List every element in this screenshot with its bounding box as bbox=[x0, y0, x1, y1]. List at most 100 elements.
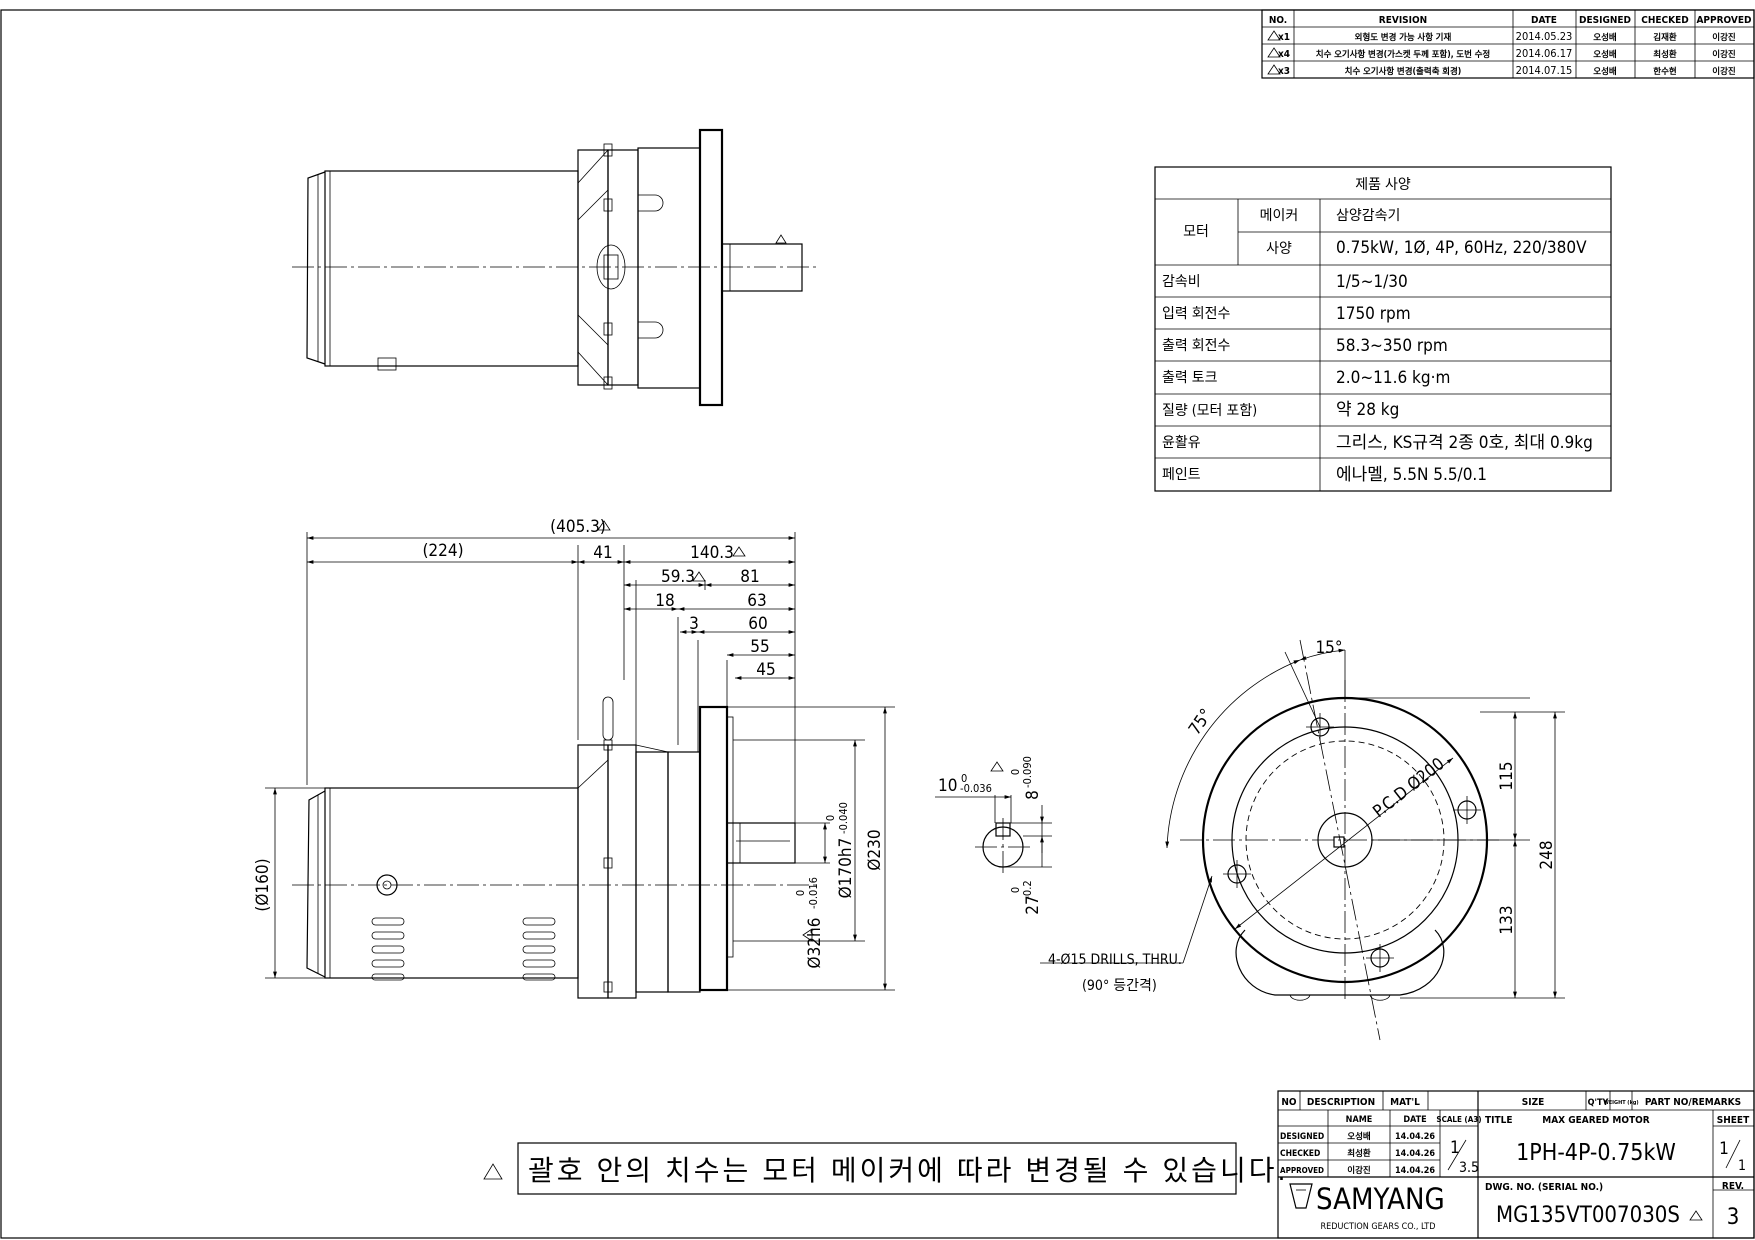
spec-label: 페인트 bbox=[1162, 467, 1201, 483]
tb-designed-date: 14.04.26 bbox=[1395, 1132, 1435, 1142]
tb-h-date: DATE bbox=[1403, 1115, 1426, 1125]
svg-text:x4: x4 bbox=[1278, 49, 1290, 60]
spec-label: 출력 회전수 bbox=[1162, 338, 1231, 354]
spec-label: 질량 (모터 포함) bbox=[1162, 403, 1257, 419]
dim-63: 63 bbox=[747, 591, 766, 611]
dim-133: 133 bbox=[1497, 905, 1517, 934]
tb-h-desc: DESCRIPTION bbox=[1307, 1097, 1375, 1108]
svg-text:이강진: 이강진 bbox=[1712, 66, 1736, 77]
dim-key-depth-tol-bot: -0.2 bbox=[1021, 880, 1034, 899]
spec-label: 메이커 bbox=[1260, 208, 1299, 224]
rev-header-revision: REVISION bbox=[1379, 15, 1427, 26]
svg-text:치수 오기사항 변경(출력축 회경): 치수 오기사항 변경(출력축 회경) bbox=[1345, 66, 1462, 77]
dim-248: 248 bbox=[1537, 840, 1557, 869]
spec-value: 58.3~350 rpm bbox=[1336, 336, 1448, 356]
dim-key-width: 10 bbox=[938, 776, 957, 796]
dim-59: 59.3 bbox=[661, 567, 695, 587]
svg-text:이강진: 이강진 bbox=[1712, 32, 1736, 43]
svg-text:오성배: 오성배 bbox=[1593, 66, 1617, 77]
tb-sheet-den: 1 bbox=[1738, 1158, 1746, 1174]
dim-115: 115 bbox=[1497, 761, 1517, 790]
svg-text:이강진: 이강진 bbox=[1712, 49, 1736, 60]
tb-scale-num: 1 bbox=[1450, 1138, 1460, 1158]
svg-text:김재환: 김재환 bbox=[1653, 32, 1677, 43]
tb-company: SAMYANG bbox=[1316, 1182, 1445, 1216]
tb-h-matl: MAT'L bbox=[1390, 1097, 1420, 1108]
dim-gear-length: 140.3 bbox=[690, 543, 734, 563]
dim-60: 60 bbox=[748, 614, 767, 634]
dim-shaft-tol-top: 0 bbox=[794, 890, 807, 896]
tb-checked-date: 14.04.26 bbox=[1395, 1149, 1435, 1159]
svg-text:2014.07.15: 2014.07.15 bbox=[1516, 64, 1573, 77]
tb-designed-label: DESIGNED bbox=[1280, 1132, 1324, 1142]
dim-key-width-tol-bot: -0.036 bbox=[960, 782, 992, 795]
rev-header-checked: CHECKED bbox=[1641, 15, 1688, 26]
tb-h-size: SIZE bbox=[1522, 1097, 1545, 1108]
spec-label: 사양 bbox=[1266, 241, 1292, 257]
tb-scale-den: 3.5 bbox=[1459, 1160, 1479, 1176]
tb-checked-name: 최성환 bbox=[1347, 1148, 1371, 1159]
dim-key-depth: 27 bbox=[1023, 895, 1043, 914]
dim-drills: 4-Ø15 DRILLS, THRU. bbox=[1048, 952, 1182, 968]
dim-spigot-tol-bot: -0.040 bbox=[837, 802, 850, 834]
tb-approved-label: APPROVED bbox=[1280, 1166, 1324, 1175]
tb-h-weight: WEIGHT (kg) bbox=[1603, 1100, 1638, 1106]
spec-value: 그리스, KS규격 2종 0호, 최대 0.9kg bbox=[1336, 433, 1593, 453]
svg-text:치수 오기사항 변경(가스켓 두께 포함), 도번 수정: 치수 오기사항 변경(가스켓 두께 포함), 도번 수정 bbox=[1316, 49, 1490, 60]
spec-value: 삼양감속기 bbox=[1336, 208, 1400, 224]
spec-value: 에나멜, 5.5N 5.5/0.1 bbox=[1336, 465, 1487, 485]
tb-dwg-label: DWG. NO. (SERIAL NO.) bbox=[1485, 1182, 1603, 1193]
tb-h-scale: SCALE (A3) bbox=[1436, 1115, 1481, 1124]
title-block: NO DESCRIPTION MAT'L SIZE Q'TY WEIGHT (k… bbox=[1277, 1090, 1755, 1239]
tb-rev-value: 3 bbox=[1727, 1205, 1740, 1230]
svg-text:2014.06.17: 2014.06.17 bbox=[1516, 47, 1573, 60]
dim-overall: (405.3) bbox=[550, 517, 606, 537]
revision-table: NO. REVISION DATE DESIGNED CHECKED APPRO… bbox=[1261, 9, 1755, 79]
svg-text:오성배: 오성배 bbox=[1593, 49, 1617, 60]
tb-company-sub: REDUCTION GEARS CO., LTD bbox=[1321, 1222, 1436, 1232]
spec-value: 2.0~11.6 kg·m bbox=[1336, 368, 1450, 388]
spec-label: 입력 회전수 bbox=[1162, 306, 1231, 322]
dim-motor-length: (224) bbox=[422, 541, 463, 561]
dim-55: 55 bbox=[750, 637, 769, 657]
tb-h-name: NAME bbox=[1346, 1115, 1373, 1125]
svg-text:오성배: 오성배 bbox=[1593, 32, 1617, 43]
tb-approved-date: 14.04.26 bbox=[1395, 1166, 1435, 1176]
rev-row: x1 외형도 변경 가능 사항 기재 2014.05.23 오성배 김재환 이강… bbox=[1267, 30, 1736, 43]
tb-title-label: TITLE bbox=[1485, 1115, 1513, 1126]
dim-3: 3 bbox=[689, 614, 699, 634]
dim-drills-note: (90° 등간격) bbox=[1082, 978, 1157, 994]
dim-key-height-tol-top: 0 bbox=[1009, 769, 1022, 775]
dim-45: 45 bbox=[756, 660, 775, 680]
svg-text:x3: x3 bbox=[1278, 66, 1290, 77]
spec-label: 감속비 bbox=[1162, 274, 1201, 290]
spec-motor-label: 모터 bbox=[1183, 224, 1209, 240]
svg-text:최성환: 최성환 bbox=[1653, 49, 1677, 60]
dim-key-depth-tol-top: 0 bbox=[1009, 887, 1022, 893]
end-view: P.C.D Ø200 15° 75° 115 133 248 4-Ø15 DRI… bbox=[1040, 638, 1565, 1041]
front-dimensions: (405.3) (224) 41 140.3 59.3 81 18 63 3 6… bbox=[253, 517, 895, 991]
dim-key-height-tol-bot: -0.090 bbox=[1021, 756, 1034, 788]
tb-h-part: PART NO/REMARKS bbox=[1645, 1097, 1741, 1108]
tb-dwg-no: MG135VT007030S bbox=[1496, 1203, 1680, 1228]
dim-flange-dia: Ø230 bbox=[865, 829, 885, 870]
tb-approved-name: 이강진 bbox=[1347, 1165, 1371, 1176]
tb-sheet-label: SHEET bbox=[1717, 1115, 1750, 1126]
rev-header-no: NO. bbox=[1269, 15, 1287, 26]
dim-key-width-tol-top: 0 bbox=[961, 772, 967, 785]
tb-title-value: MAX GEARED MOTOR bbox=[1542, 1115, 1650, 1126]
vent-slots bbox=[371, 917, 556, 981]
spec-value: 약 28 kg bbox=[1336, 400, 1399, 420]
company-logo-icon bbox=[1289, 1183, 1313, 1209]
revision-triangle-icon bbox=[775, 234, 787, 244]
revision-triangle-icon bbox=[990, 761, 1004, 772]
tb-h-no: NO bbox=[1281, 1097, 1297, 1108]
spec-label: 출력 토크 bbox=[1162, 370, 1218, 386]
revision-triangle-icon bbox=[732, 546, 746, 557]
spec-value: 1/5~1/30 bbox=[1336, 272, 1408, 292]
rev-header-approved: APPROVED bbox=[1696, 15, 1751, 26]
revision-triangle-icon bbox=[597, 520, 611, 531]
spec-label: 윤활유 bbox=[1162, 435, 1201, 451]
dim-18: 18 bbox=[655, 591, 674, 611]
